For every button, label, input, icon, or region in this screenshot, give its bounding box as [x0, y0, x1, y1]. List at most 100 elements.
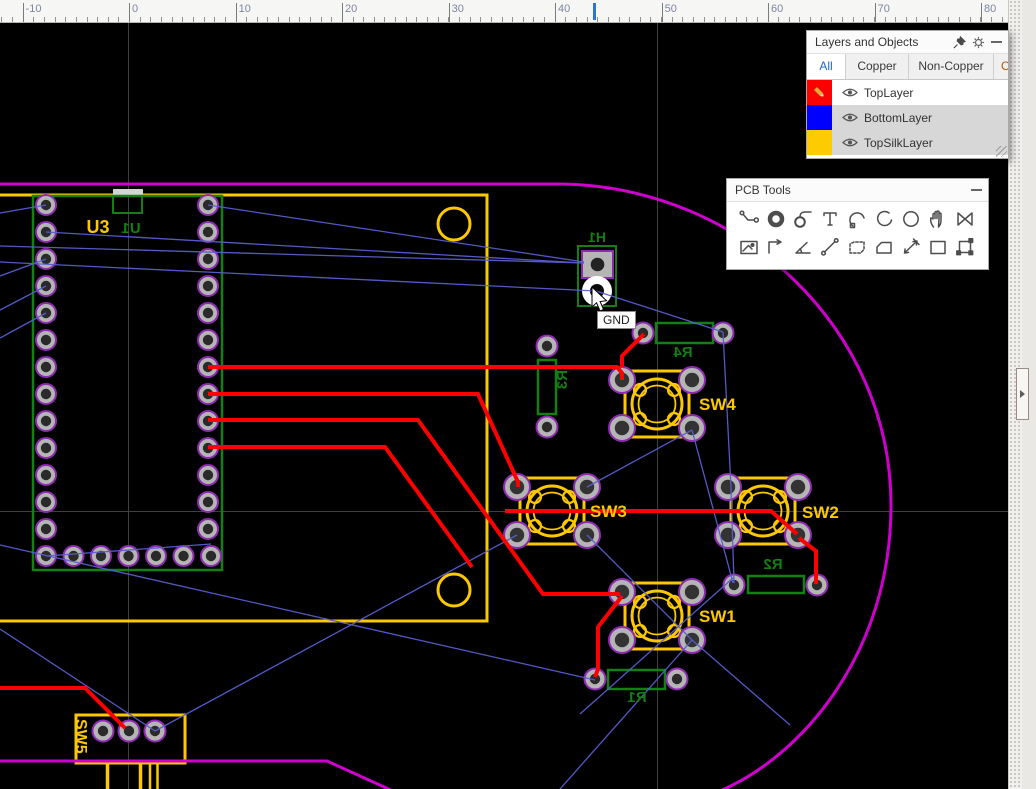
eye-visibility-icon[interactable] — [842, 137, 858, 148]
ruler-minor-tick — [905, 17, 907, 22]
tool-rectangle-button[interactable] — [924, 233, 951, 261]
ruler-minor-tick — [969, 17, 971, 22]
tool-arc-by-center-button[interactable] — [870, 205, 897, 233]
ruler-minor-tick — [256, 17, 258, 22]
layers-panel-header[interactable]: Layers and Objects — [807, 31, 1008, 54]
track-icon — [738, 210, 759, 223]
tab-copper[interactable]: Copper — [846, 54, 909, 79]
ruler-minor-tick — [363, 17, 365, 22]
layer-color-swatch[interactable] — [807, 80, 832, 105]
u3-pad[interactable] — [35, 491, 57, 513]
eye-visibility-icon[interactable] — [842, 87, 858, 98]
u3-pad[interactable] — [197, 275, 219, 297]
horizontal-ruler[interactable]: -10 0 10 20 30 40 50 60 70 80 — [0, 0, 1008, 23]
ruler-label: 80 — [984, 3, 997, 15]
vertical-scrollbar[interactable] — [1008, 0, 1022, 789]
tool-angle-button[interactable] — [789, 233, 816, 261]
ruler-minor-tick — [756, 17, 758, 22]
pin-icon[interactable] — [953, 35, 966, 49]
tool-measure-button[interactable] — [816, 233, 843, 261]
tool-text-button[interactable] — [816, 205, 843, 233]
u3-pad[interactable] — [35, 329, 57, 351]
pcb-tools-header[interactable]: PCB Tools — [727, 179, 988, 202]
component-r4[interactable] — [631, 321, 735, 345]
chevron-right-icon — [1020, 390, 1025, 398]
u3-pad[interactable] — [90, 545, 112, 567]
component-u3[interactable] — [31, 194, 224, 572]
ruler-minor-tick — [416, 17, 418, 22]
u3-pad[interactable] — [197, 491, 219, 513]
u3-pad[interactable] — [197, 221, 219, 243]
u3-pad[interactable] — [35, 356, 57, 378]
layer-color-swatch[interactable] — [807, 105, 832, 130]
layer-color-swatch[interactable] — [807, 130, 832, 155]
label-u3[interactable]: U3 — [86, 217, 109, 237]
u3-pad[interactable] — [197, 518, 219, 540]
tool-circle-button[interactable] — [897, 205, 924, 233]
layers-panel-title: Layers and Objects — [815, 35, 919, 49]
tool-group-button[interactable] — [951, 233, 978, 261]
tool-image-button[interactable] — [735, 233, 762, 261]
u3-pad[interactable] — [172, 545, 195, 567]
u3-pad[interactable] — [35, 410, 57, 432]
label-r1-mirrored[interactable]: R1 — [627, 689, 646, 706]
component-sw5[interactable] — [74, 713, 187, 789]
ruler-minor-tick — [480, 17, 482, 22]
label-sw1[interactable]: SW1 — [699, 607, 736, 626]
tool-dimension-button[interactable] — [762, 233, 789, 261]
tool-measure-distance-button[interactable] — [897, 233, 924, 261]
tool-via-button[interactable] — [789, 205, 816, 233]
layer-row-bottomlayer[interactable]: BottomLayer — [807, 105, 1008, 130]
u3-pad[interactable] — [35, 518, 57, 540]
gear-icon[interactable] — [972, 36, 985, 49]
ruler-minor-tick — [810, 17, 811, 22]
component-r3[interactable] — [535, 334, 559, 439]
right-panel-expand-handle[interactable] — [1016, 368, 1029, 420]
u3-pad[interactable] — [35, 437, 57, 459]
label-u1-mirrored[interactable]: U1 — [121, 220, 140, 237]
tab-all[interactable]: All — [807, 54, 846, 79]
tool-copper-area-button[interactable] — [951, 205, 978, 233]
layers-and-objects-panel: Layers and Objects All Copper Non-Copper… — [806, 30, 1009, 159]
label-sw2[interactable]: SW2 — [802, 503, 839, 522]
tool-dashed-region-button[interactable] — [843, 233, 870, 261]
eye-visibility-icon[interactable] — [842, 112, 858, 123]
module-notch-mark — [113, 189, 143, 197]
resize-grip[interactable] — [996, 146, 1007, 157]
ruler-minor-tick — [373, 17, 375, 22]
label-sw5[interactable]: SW5 — [72, 719, 89, 754]
u3-pad[interactable] — [35, 464, 57, 486]
tool-arc-button[interactable] — [843, 205, 870, 233]
collapse-panel-icon[interactable] — [991, 41, 1002, 43]
tool-solid-region-button[interactable] — [870, 233, 897, 261]
u3-pad[interactable] — [197, 302, 219, 324]
label-h1-mirrored[interactable]: H1 — [588, 229, 606, 245]
collapse-panel-icon[interactable] — [971, 189, 982, 191]
layer-row-toplayer[interactable]: TopLayer — [807, 80, 1008, 105]
u3-pad[interactable] — [197, 464, 219, 486]
tool-track-button[interactable] — [735, 205, 762, 233]
component-r2[interactable] — [722, 573, 829, 597]
u3-pad[interactable] — [35, 383, 57, 405]
tool-pad-button[interactable] — [762, 205, 789, 233]
ruler-minor-tick — [203, 17, 205, 22]
label-sw3[interactable]: SW3 — [590, 502, 627, 521]
angle-dimension-icon — [794, 241, 811, 254]
label-r3-mirrored[interactable]: R3 — [554, 370, 571, 389]
layer-row-topsilklayer[interactable]: TopSilkLayer — [807, 130, 1008, 155]
ruler-minor-tick — [990, 17, 992, 22]
board-outline[interactable] — [0, 182, 893, 789]
label-r4-mirrored[interactable]: R4 — [673, 344, 693, 361]
label-r2-mirrored[interactable]: R2 — [763, 556, 782, 573]
tab-non-copper[interactable]: Non-Copper — [909, 54, 994, 79]
tab-others-clipped[interactable]: Ot — [994, 54, 1008, 79]
tool-canvas-drag-button[interactable] — [924, 205, 951, 233]
label-sw4[interactable]: SW4 — [699, 395, 736, 414]
u3-pad[interactable] — [197, 329, 219, 351]
top-layer-traces[interactable] — [0, 332, 818, 730]
component-r1[interactable] — [583, 667, 689, 691]
u3-pad[interactable] — [200, 545, 222, 567]
module-silk-outline[interactable] — [0, 193, 489, 623]
ruler-minor-tick — [427, 17, 428, 22]
ruler-minor-tick — [75, 17, 77, 22]
